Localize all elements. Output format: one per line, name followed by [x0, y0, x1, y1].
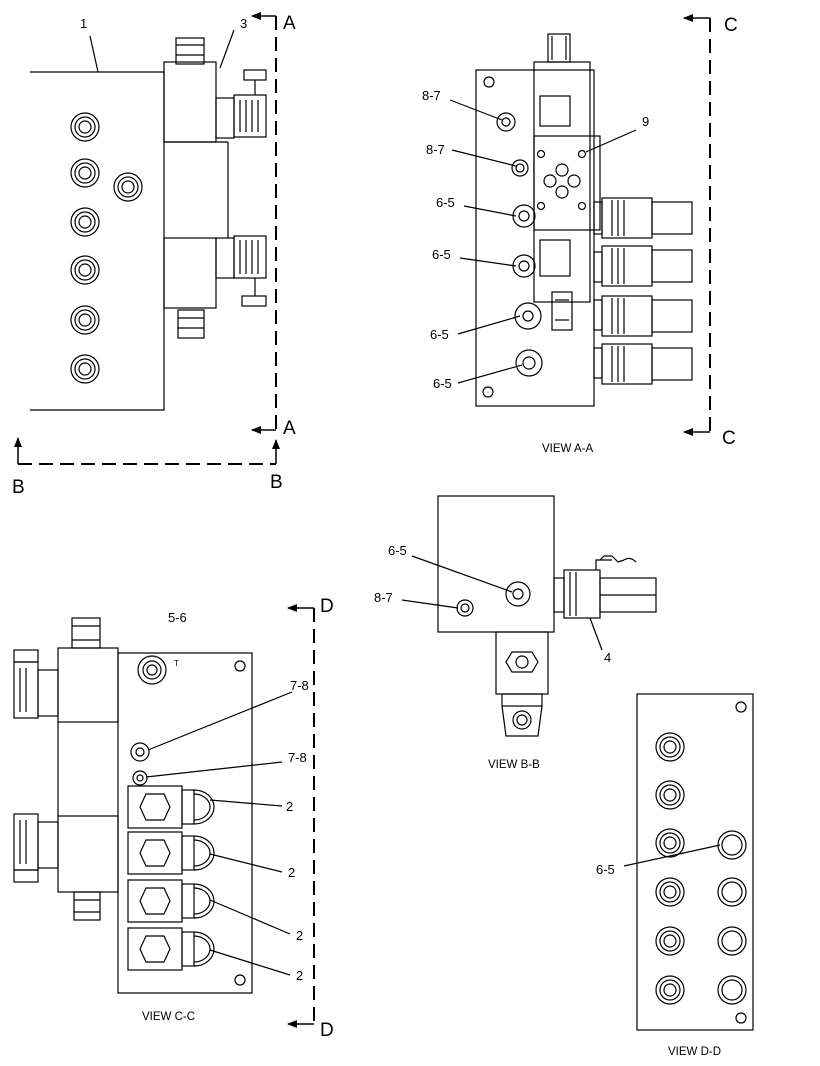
- callout-bb-4: 4: [604, 650, 611, 665]
- caption-view-dd: VIEW D-D: [668, 1046, 721, 1058]
- callout-dd-6-5: 6-5: [596, 862, 615, 877]
- view-cc: [13, 617, 293, 994]
- callout-aa-6-5-a: 6-5: [436, 195, 455, 210]
- dd-plate: [636, 693, 754, 1031]
- callout-aa-9: 9: [642, 114, 649, 129]
- section-marker-a-bottom: A: [283, 418, 296, 439]
- callout-3: 3: [240, 16, 247, 31]
- section-line-b: [14, 437, 280, 465]
- valve-stack: [163, 37, 229, 339]
- section-marker-d-bottom: D: [320, 1020, 334, 1041]
- callout-aa-6-5-c: 6-5: [430, 327, 449, 342]
- callout-cc-7-8-a: 7-8: [290, 678, 309, 693]
- caption-view-cc: VIEW C-C: [142, 1011, 195, 1023]
- callout-cc-2-b: 2: [288, 865, 295, 880]
- callout-cc-7-8-b: 7-8: [288, 750, 307, 765]
- cc-valve-stack: [13, 617, 119, 921]
- section-marker-c-top: C: [724, 15, 738, 36]
- callout-cc-2-a: 2: [286, 799, 293, 814]
- leader-3: [219, 29, 235, 69]
- cc-leaders: [145, 691, 293, 976]
- callout-aa-6-5-d: 6-5: [433, 376, 452, 391]
- callout-aa-8-7-top: 8-7: [422, 88, 441, 103]
- caption-view-bb: VIEW B-B: [488, 759, 540, 771]
- view-dd: [623, 693, 754, 1031]
- main-view: [30, 29, 267, 411]
- callout-bb-6-5: 6-5: [388, 543, 407, 558]
- aa-leaders: [449, 99, 637, 384]
- bb-connector: [553, 555, 657, 619]
- dd-ports-right: [717, 830, 747, 1005]
- section-marker-d-top: D: [320, 596, 334, 617]
- view-aa: [449, 33, 693, 407]
- dd-leader: [623, 844, 721, 867]
- callout-bb-8-7: 8-7: [374, 590, 393, 605]
- caption-view-aa: VIEW A-A: [542, 443, 593, 455]
- section-line-c: [683, 14, 711, 436]
- section-marker-c-bottom: C: [722, 428, 736, 449]
- solenoid-connector-lower: [215, 235, 267, 307]
- dd-ports-left: [655, 732, 685, 1005]
- bb-plate: [437, 495, 555, 633]
- callout-cc-5-6: 5-6: [168, 610, 187, 625]
- callout-cc-t: T: [174, 659, 179, 668]
- section-marker-b-left: B: [12, 477, 25, 498]
- section-marker-b-right: B: [270, 472, 283, 493]
- callout-aa-8-7-lower: 8-7: [426, 142, 445, 157]
- manifold-body: [30, 71, 165, 411]
- bb-leaders: [401, 555, 603, 651]
- aa-connectors: [593, 197, 693, 385]
- section-line-d: [287, 604, 315, 1028]
- callout-cc-2-c: 2: [296, 928, 303, 943]
- callout-aa-6-5-b: 6-5: [432, 247, 451, 262]
- aa-valve-body: [533, 33, 601, 331]
- cc-plate: [117, 652, 253, 994]
- section-marker-a-top: A: [283, 13, 296, 34]
- aa-plate-ports: [496, 112, 543, 377]
- aa-plate: [475, 69, 595, 407]
- callout-cc-2-d: 2: [296, 968, 303, 983]
- callout-1: 1: [80, 16, 87, 31]
- manifold-ports: [70, 112, 143, 384]
- section-line-a: [251, 12, 277, 434]
- view-bb: [401, 495, 657, 737]
- bb-valve-below: [495, 631, 549, 737]
- leader-1: [89, 35, 99, 73]
- cc-cartridges: [127, 785, 215, 971]
- solenoid-connector-upper: [215, 69, 267, 139]
